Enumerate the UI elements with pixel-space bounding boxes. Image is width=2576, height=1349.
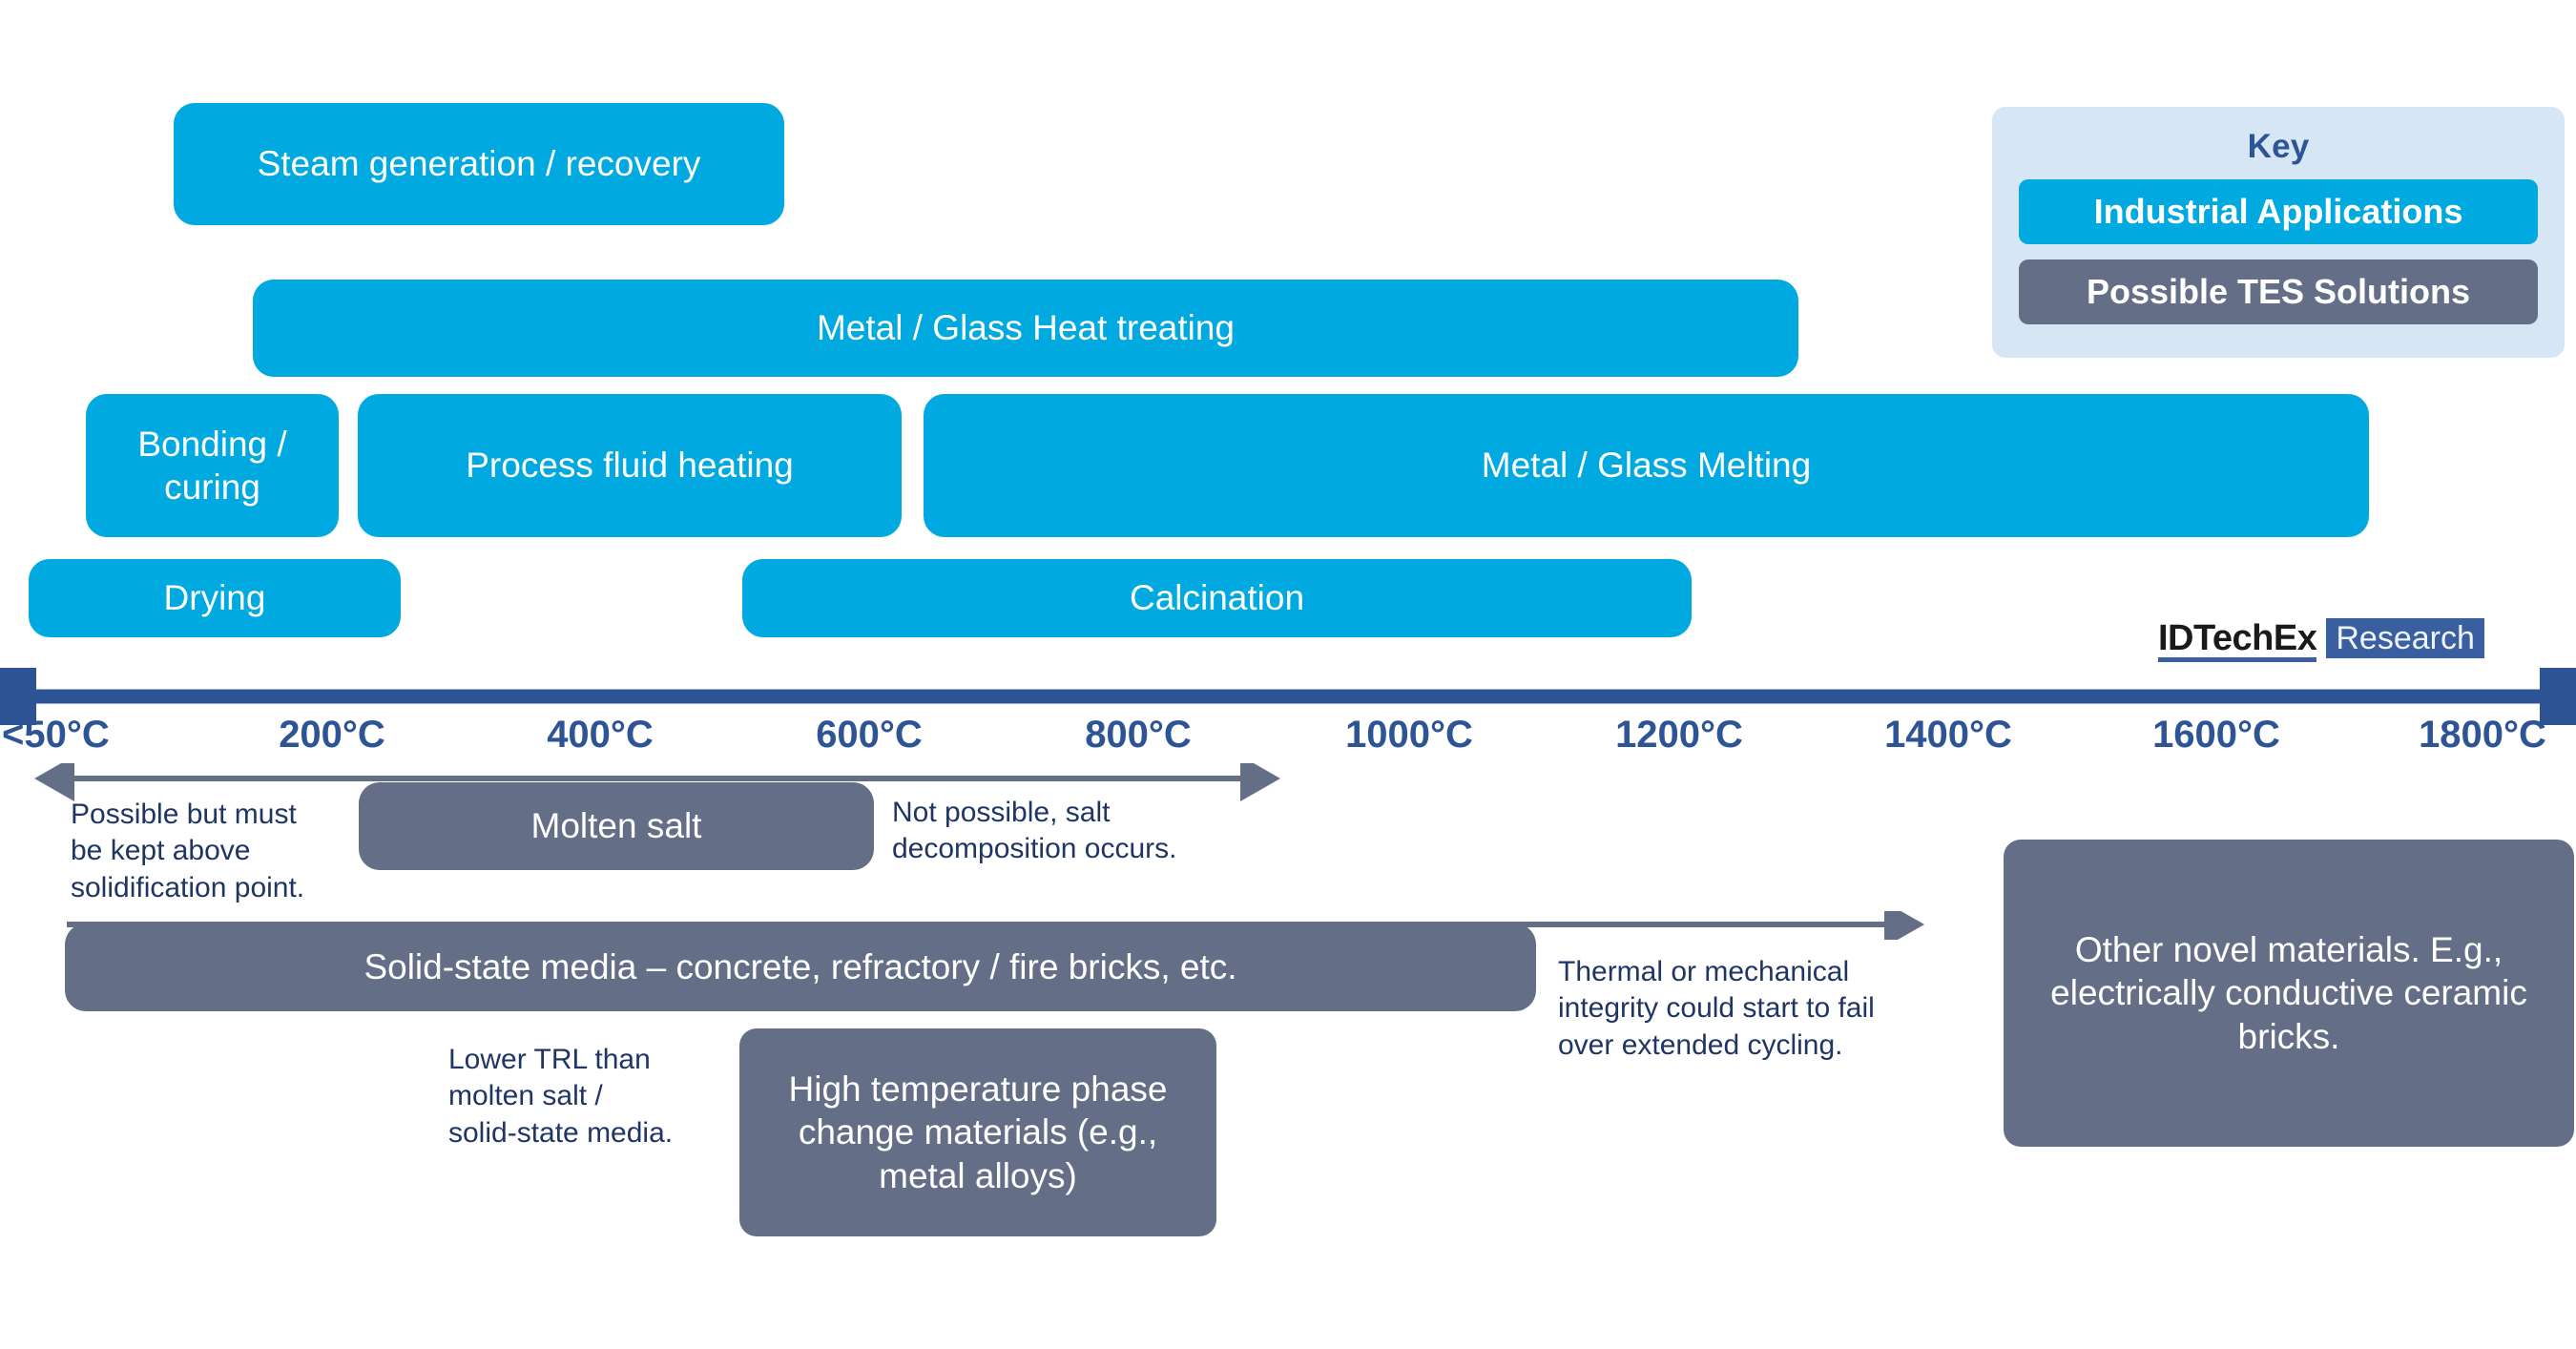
note-solid-state-media-high-temp: Thermal or mechanical integrity could st… — [1558, 956, 1875, 1061]
molten-salt-range-arrow — [0, 756, 1336, 801]
bar-bonding-curing: Bonding / curing — [86, 394, 339, 537]
bar-label: Molten salt — [530, 806, 702, 846]
axis-tick-9: 1800°C — [2419, 714, 2546, 756]
bar-label: Metal / Glass Heat treating — [816, 308, 1236, 348]
axis-tick-7: 1400°C — [1884, 714, 2012, 756]
bar-high-temperature-phase-change-materials: High temperature phase change materials … — [739, 1028, 1216, 1236]
bar-drying: Drying — [29, 559, 401, 637]
note-molten-salt-low-temp: Possible but must be kept above solidifi… — [71, 799, 305, 903]
bar-label: Other novel materials. E.g., electricall… — [2050, 930, 2527, 1056]
bar-label: Calcination — [1129, 578, 1305, 618]
axis-tick-0: <50°C — [2, 714, 110, 756]
bar-label: Bonding / curing — [137, 424, 287, 507]
bar-molten-salt: Molten salt — [359, 782, 874, 870]
key-legend-panel: Key Industrial Applications Possible TES… — [1992, 107, 2565, 358]
bar-metal-glass-melting: Metal / Glass Melting — [924, 394, 2369, 537]
key-item-label: Industrial Applications — [2093, 192, 2463, 231]
logo-wordmark: IDTechEx — [2158, 618, 2326, 662]
bar-label: Metal / Glass Melting — [1481, 446, 1812, 486]
bar-process-fluid-heating: Process fluid heating — [358, 394, 902, 537]
temperature-axis — [0, 625, 2576, 768]
key-title: Key — [2247, 128, 2310, 165]
bar-solid-state-media: Solid-state media – concrete, refractory… — [65, 924, 1536, 1011]
bar-label: Steam generation / recovery — [257, 144, 701, 184]
bar-metal-glass-heat-treating: Metal / Glass Heat treating — [253, 280, 1798, 377]
temperature-axis-labels: <50°C 200°C 400°C 600°C 800°C 1000°C 120… — [0, 714, 2576, 771]
axis-tick-4: 800°C — [1085, 714, 1192, 756]
bar-calcination: Calcination — [742, 559, 1692, 637]
bar-label: Drying — [163, 578, 266, 618]
key-item-industrial-applications: Industrial Applications — [2019, 179, 2538, 244]
bar-label: Solid-state media – concrete, refractory… — [364, 947, 1237, 987]
note-pcm-trl: Lower TRL than molten salt / solid-state… — [448, 1044, 674, 1149]
logo-badge: Research — [2326, 618, 2484, 658]
axis-tick-5: 1000°C — [1345, 714, 1473, 756]
bar-label: High temperature phase change materials … — [788, 1069, 1168, 1195]
axis-tick-1: 200°C — [279, 714, 385, 756]
bar-steam-generation-recovery: Steam generation / recovery — [174, 103, 784, 225]
axis-tick-2: 400°C — [547, 714, 654, 756]
idtechex-research-logo: IDTechEx Research — [2158, 618, 2484, 662]
bar-other-novel-materials: Other novel materials. E.g., electricall… — [2004, 840, 2574, 1147]
temperature-axis-arrow — [0, 625, 2576, 768]
axis-tick-8: 1600°C — [2152, 714, 2280, 756]
key-item-label: Possible TES Solutions — [2086, 272, 2471, 311]
bar-label: Process fluid heating — [466, 446, 794, 486]
key-item-possible-tes-solutions: Possible TES Solutions — [2019, 259, 2538, 324]
axis-tick-3: 600°C — [816, 714, 923, 756]
note-molten-salt-high-temp: Not possible, salt decomposition occurs. — [892, 797, 1177, 865]
axis-tick-6: 1200°C — [1615, 714, 1743, 756]
